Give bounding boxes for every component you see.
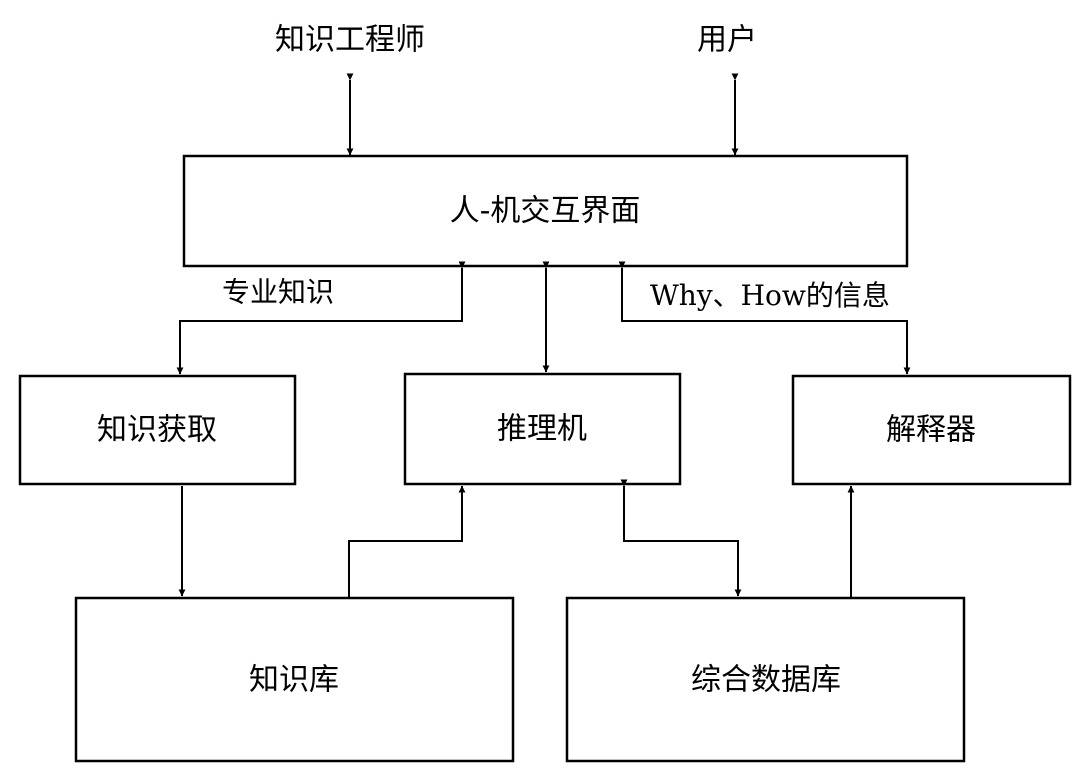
inference-label: 推理机	[497, 412, 587, 447]
hci-acquisition-arrow	[176, 261, 466, 375]
hci-label: 人-机交互界面	[450, 194, 641, 229]
kb-inference-arrow	[348, 485, 466, 597]
domain-knowledge-label: 专业知识	[222, 276, 334, 309]
engineer-label: 知识工程师	[275, 23, 425, 58]
user-label: 用户	[697, 23, 757, 58]
acquisition-box: 知识获取	[18, 374, 297, 486]
why-how-suffix: 的信息	[806, 279, 890, 312]
inference-box: 推理机	[403, 372, 682, 486]
inference-database-arrow	[620, 479, 742, 597]
knowledge-base-label: 知识库	[249, 663, 339, 698]
hci-explainer-arrow	[618, 261, 911, 375]
explainer-box: 解释器	[791, 374, 1072, 486]
why-how-label: Why、How的信息	[650, 279, 890, 312]
explainer-label: 解释器	[886, 413, 976, 448]
knowledge-base-box: 知识库	[74, 596, 515, 763]
acquisition-label: 知识获取	[97, 413, 217, 448]
database-box: 综合数据库	[565, 596, 966, 763]
hci-box: 人-机交互界面	[182, 154, 909, 268]
why-how-prefix: Why、How	[650, 279, 806, 312]
database-label: 综合数据库	[691, 663, 841, 698]
